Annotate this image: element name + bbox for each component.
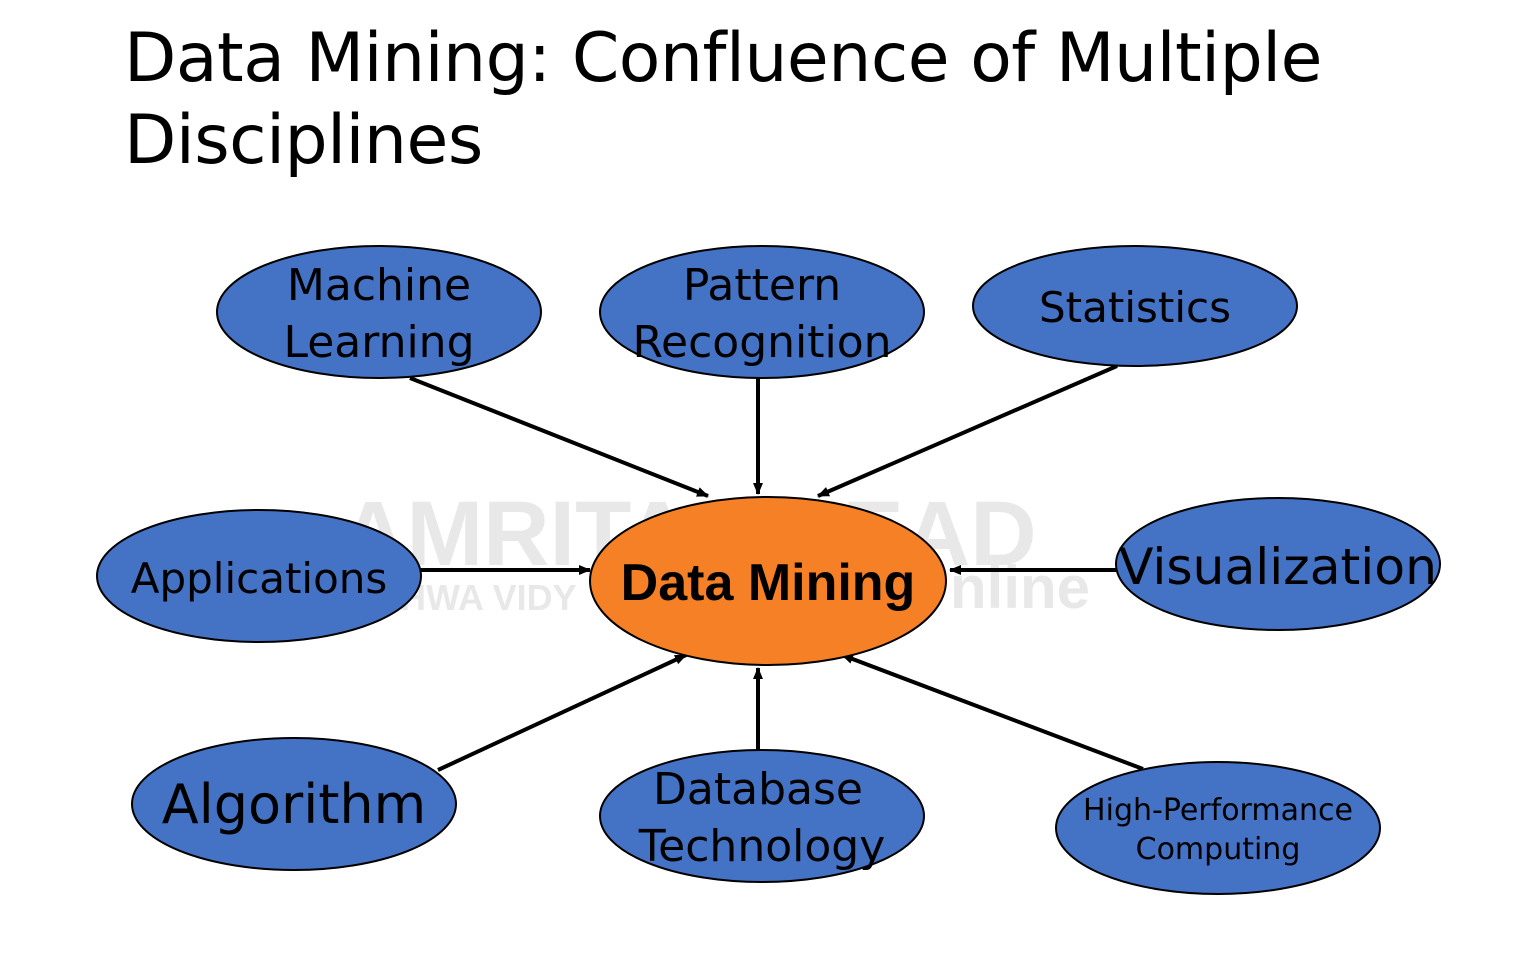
slide-title-line-2: Disciplines [124,101,483,180]
node-applications-shape [96,509,422,643]
node-high-performance-computing: High-Performance Computing [1055,761,1381,895]
node-machine-learning: Machine Learning [216,245,542,379]
node-high-performance-computing-label-1: High-Performance [1083,793,1353,828]
node-database-technology-shape [599,749,925,883]
node-algorithm-shape [131,737,457,871]
slide-title-line-1: Data Mining: Confluence of Multiple [124,19,1322,98]
node-pattern-recognition-shape [599,245,925,379]
node-database-technology: Database Technology [599,749,925,883]
node-visualization: Visualization [1115,497,1441,631]
node-visualization-shape [1115,497,1441,631]
node-pattern-recognition: Pattern Recognition [599,245,925,379]
watermark-sub-left: HWA VIDY [400,577,577,618]
node-statistics-shape [972,245,1298,367]
node-applications-label: Applications [131,554,388,603]
node-algorithm-label: Algorithm [162,773,426,836]
node-data-mining: Data Mining [589,496,947,666]
slide-title: Data Mining: Confluence of Multiple Disc… [124,18,1484,182]
node-high-performance-computing-label-2: Computing [1136,832,1301,867]
node-pattern-recognition-label-2: Recognition [632,317,891,368]
connector-arrows [409,364,1144,772]
node-statistics: Statistics [972,245,1298,367]
arrow-high-performance-computing [841,653,1144,771]
node-data-mining-shape [589,496,947,666]
node-statistics-label: Statistics [1039,283,1231,332]
node-visualization-label: Visualization [1119,538,1437,596]
node-machine-learning-label-2: Learning [283,317,474,368]
node-algorithm: Algorithm [131,737,457,871]
arrow-machine-learning [409,376,709,498]
node-high-performance-computing-shape [1055,761,1381,895]
node-database-technology-label-1: Database [653,764,863,815]
node-database-technology-label-2: Technology [638,821,885,872]
node-data-mining-label: Data Mining [621,554,916,612]
arrow-algorithm [437,653,687,772]
node-applications: Applications [96,509,422,643]
node-pattern-recognition-label-1: Pattern [683,260,841,311]
node-machine-learning-label-1: Machine [287,260,471,311]
watermark-sub-right: nline [950,554,1090,621]
node-machine-learning-shape [216,245,542,379]
arrow-statistics [817,364,1118,498]
